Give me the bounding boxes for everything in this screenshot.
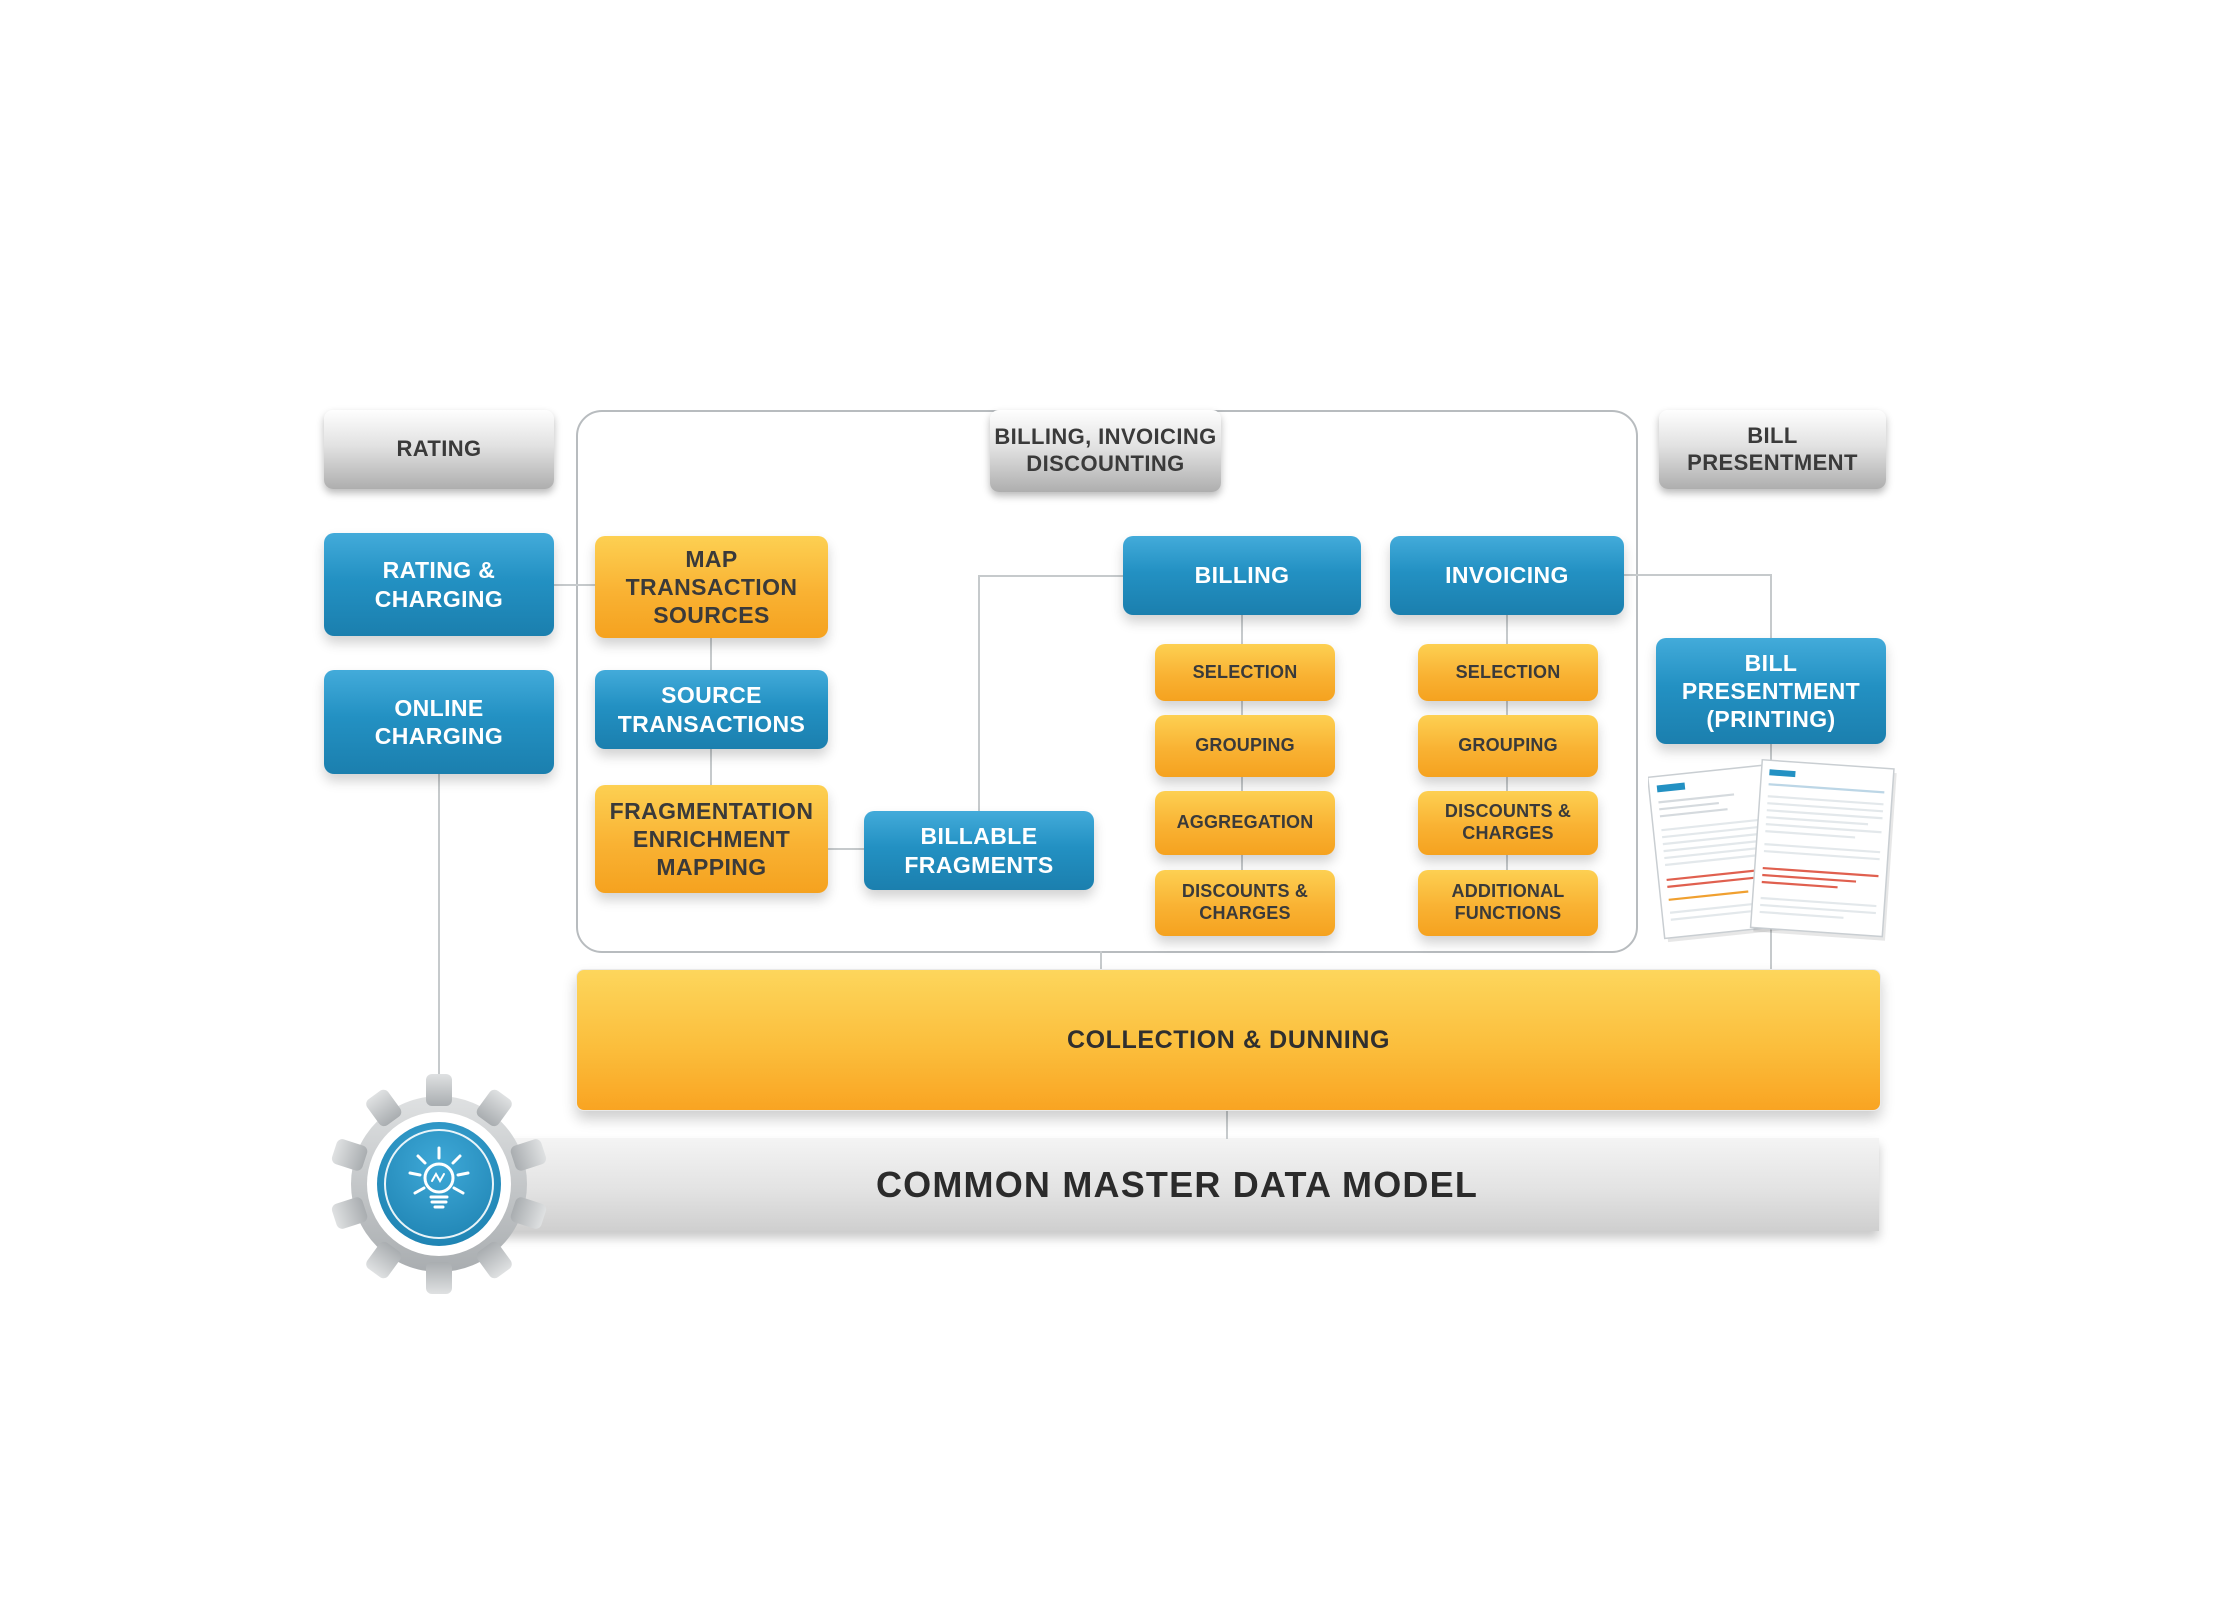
node-invoicing-selection: SELECTION	[1418, 644, 1598, 701]
connector-down-billpresentment	[1770, 574, 1772, 640]
node-billing: BILLING	[1123, 536, 1361, 615]
node-invoicing-additional-functions: ADDITIONAL FUNCTIONS	[1418, 870, 1598, 936]
node-bill-presentment-printing: BILL PRESENTMENT (PRINTING)	[1656, 638, 1886, 744]
header-billing-invoicing-discounting: BILLING, INVOICING DISCOUNTING	[990, 410, 1221, 492]
connector-billablefragments-up	[978, 575, 980, 811]
node-fragmentation-enrichment-mapping: FRAGMENTATION ENRICHMENT MAPPING	[595, 785, 828, 893]
node-online-charging: ONLINE CHARGING	[324, 670, 554, 774]
common-master-data-model-bar: COMMON MASTER DATA MODEL	[475, 1138, 1879, 1231]
connector-ratingcharging-mapsources	[554, 584, 595, 586]
gear-lightbulb-icon	[329, 1074, 549, 1294]
node-invoicing-discounts-charges: DISCOUNTS & CHARGES	[1418, 791, 1598, 855]
node-billing-aggregation: AGGREGATION	[1155, 791, 1335, 855]
node-billable-fragments: BILLABLE FRAGMENTS	[864, 811, 1094, 890]
node-rating-charging: RATING & CHARGING	[324, 533, 554, 636]
node-invoicing-grouping: GROUPING	[1418, 715, 1598, 777]
connector-container-collection	[1100, 951, 1102, 971]
connector-collection-masterdata	[1226, 1109, 1228, 1139]
common-master-data-model-label: COMMON MASTER DATA MODEL	[875, 1163, 1479, 1205]
connector-billablefragments-billing	[978, 575, 1125, 577]
node-billing-discounts-charges: DISCOUNTS & CHARGES	[1155, 870, 1335, 936]
node-source-transactions: SOURCE TRANSACTIONS	[595, 670, 828, 749]
connector-sourcetransactions-fragmentation	[710, 749, 712, 785]
connector-invoicing-right	[1624, 574, 1771, 576]
invoice-documents-icon	[1646, 752, 1898, 948]
lightbulb-icon	[408, 1146, 470, 1209]
connector-fragmentation-billablefragments	[828, 848, 864, 850]
invoice-pages-svg	[1646, 758, 1897, 943]
node-invoicing: INVOICING	[1390, 536, 1624, 615]
node-billing-selection: SELECTION	[1155, 644, 1335, 701]
header-bill-presentment: BILL PRESENTMENT	[1659, 410, 1886, 489]
node-collection-dunning: COLLECTION & DUNNING	[576, 969, 1881, 1111]
connector-onlinecharging-gear	[438, 774, 440, 1086]
node-map-transaction-sources: MAP TRANSACTION SOURCES	[595, 536, 828, 638]
gear-svg	[331, 1074, 547, 1294]
header-rating: RATING	[324, 410, 554, 489]
connector-mapsources-sourcetransactions	[710, 638, 712, 670]
node-billing-grouping: GROUPING	[1155, 715, 1335, 777]
